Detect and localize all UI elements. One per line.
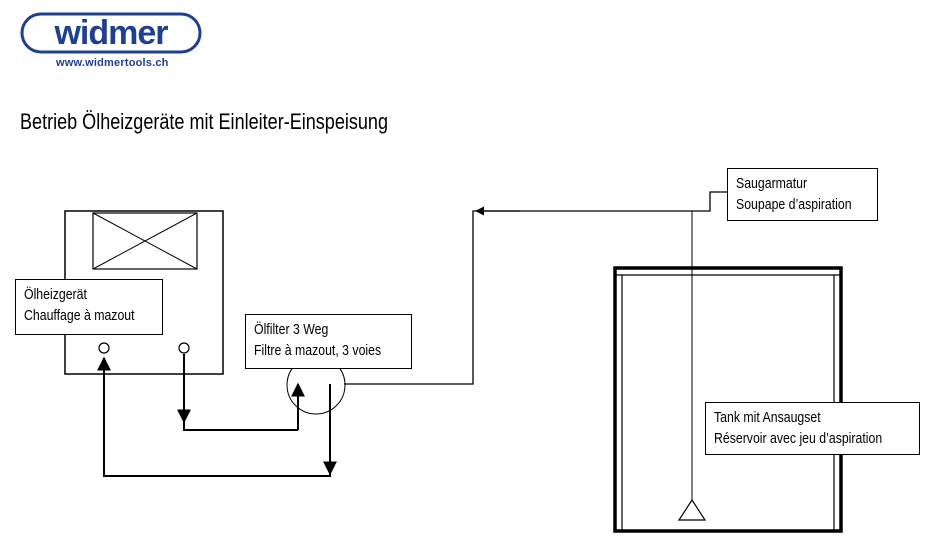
label-valve-de: Saugarmatur — [736, 175, 808, 192]
label-heater: Ölheizgerät Chauffage à mazout — [15, 279, 163, 335]
pipe-heater-to-filter — [183, 354, 298, 431]
label-filter-de: Ölfilter 3 Weg — [254, 321, 329, 338]
suction-foot-valve — [677, 498, 707, 521]
label-tank: Tank mit Ansaugset Réservoir avec jeu d’… — [705, 402, 920, 455]
label-tank-fr: Réservoir avec jeu d’aspiration — [714, 430, 883, 447]
heater-port-return — [98, 342, 110, 354]
widmer-logo: widmer — [20, 12, 202, 54]
label-heater-de: Ölheizgerät — [24, 286, 87, 303]
website-url[interactable]: www.widmertools.ch — [56, 57, 169, 69]
tank — [613, 266, 843, 533]
label-heater-fr: Chauffage à mazout — [24, 307, 135, 324]
label-filter-fr: Filtre à mazout, 3 voies — [254, 342, 382, 359]
pipe-filter-to-valve — [344, 191, 727, 385]
svg-text:widmer: widmer — [53, 14, 168, 52]
page-title: Betrieb Ölheizgeräte mit Einleiter-Einsp… — [20, 109, 389, 134]
label-filter: Ölfilter 3 Weg Filtre à mazout, 3 voies — [245, 314, 412, 369]
label-tank-de: Tank mit Ansaugset — [714, 409, 821, 426]
label-valve: Saugarmatur Soupape d’aspiration — [727, 168, 878, 221]
pipe-filter-to-heater — [103, 358, 331, 477]
heater-port-supply — [178, 342, 190, 354]
label-valve-fr: Soupape d’aspiration — [736, 196, 852, 213]
